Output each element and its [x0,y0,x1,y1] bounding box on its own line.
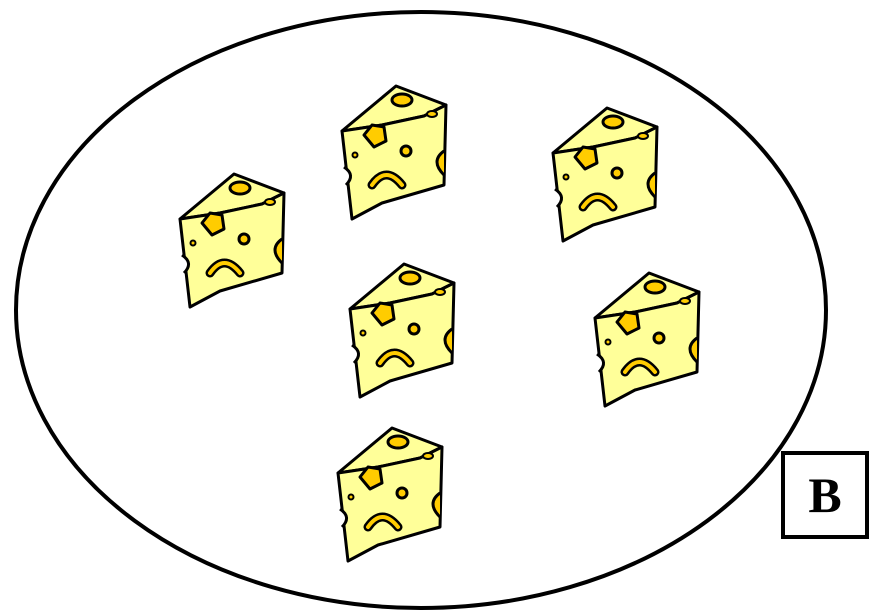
cheese-wedge-icon [180,174,284,307]
cheese-wedge-icon [338,428,442,561]
set-label-box: B [781,451,869,539]
cheese-wedge-icon [350,264,454,397]
cheese-wedge-icon [595,273,699,406]
cheese-wedge-icon [342,86,446,219]
set-label: B [808,470,841,520]
cheese-wedge-icon [553,108,657,241]
